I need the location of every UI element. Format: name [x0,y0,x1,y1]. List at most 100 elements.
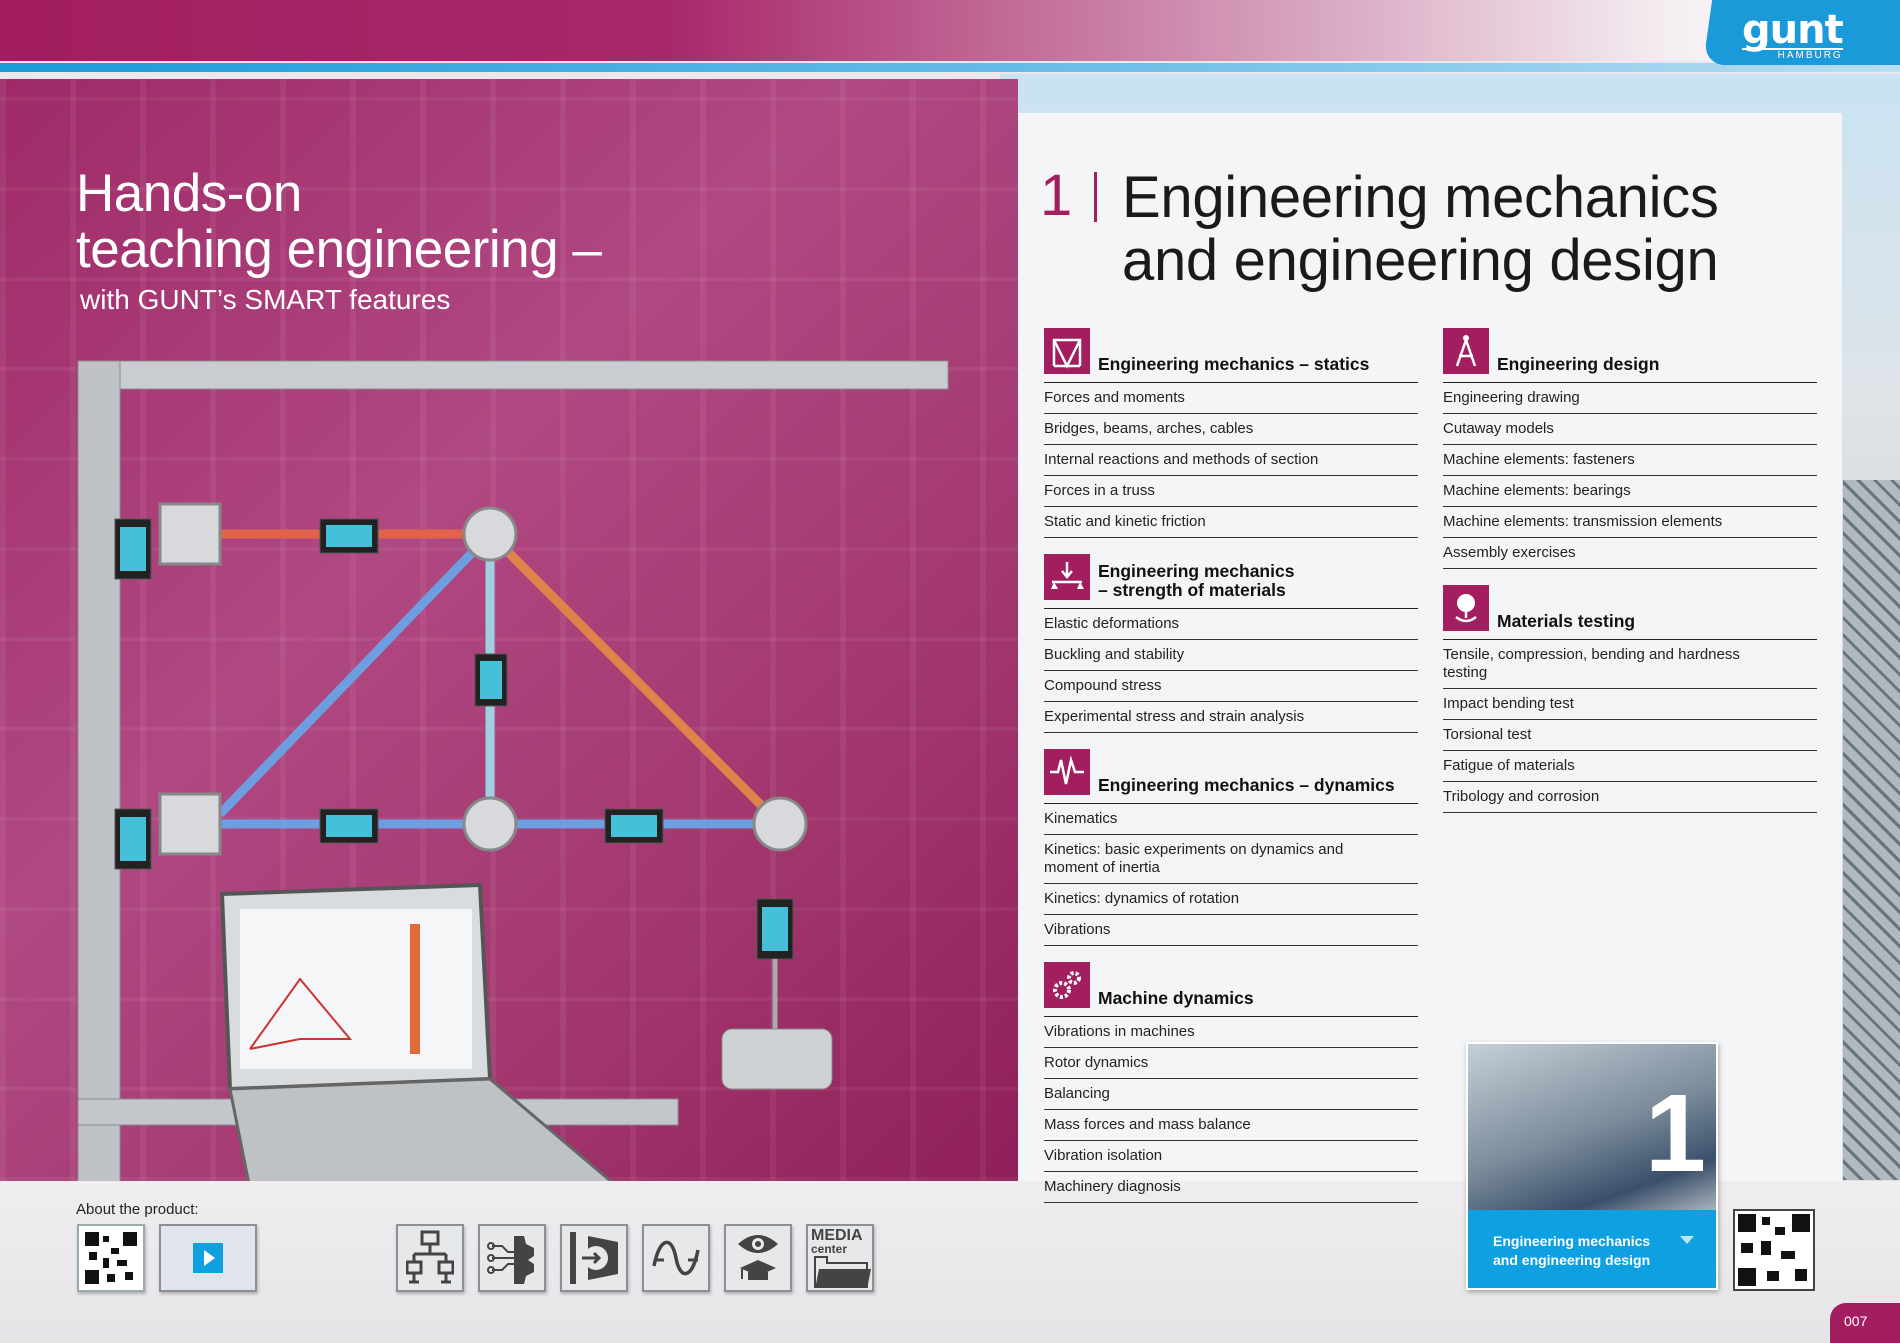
topic-item[interactable]: Machine elements: transmission elements [1443,507,1817,538]
play-icon [193,1243,223,1273]
topic-item[interactable]: Kinetics: basic experiments on dynamics … [1044,835,1418,884]
signal-feature-button[interactable] [642,1224,710,1292]
remote-access-icon [570,1232,618,1284]
hero-title-line: Hands-on [76,164,302,223]
topic-group-header: Materials testing [1443,584,1817,640]
topic-item[interactable]: Balancing [1044,1079,1418,1110]
chapter-photo: 1 [1468,1044,1716,1210]
oscillation-icon [1044,749,1090,795]
topic-group-header: Engineering mechanics – statics [1044,327,1418,383]
folder-icon [814,1256,871,1288]
topic-item[interactable]: Machinery diagnosis [1044,1172,1418,1203]
content-panel [1018,113,1842,1181]
topic-item[interactable]: Internal reactions and methods of sectio… [1044,445,1418,476]
topic-group-header: Engineering mechanics – strength of mate… [1044,553,1418,609]
topic-item[interactable]: Assembly exercises [1443,538,1817,569]
topic-item[interactable]: Vibrations in machines [1044,1017,1418,1048]
beam-load-icon [1044,554,1090,600]
hero-subtitle: with GUNT’s SMART features [80,284,451,315]
compass-icon [1443,328,1489,374]
topic-item[interactable]: Tensile, compression, bending and hardne… [1443,640,1817,689]
topic-group-header: Engineering mechanics – dynamics [1044,748,1418,804]
topic-group-title: Engineering mechanics – strength of mate… [1098,561,1295,600]
logo-subtext: HAMBURG [1742,48,1843,62]
topic-item[interactable]: Kinetics: dynamics of rotation [1044,884,1418,915]
topic-item[interactable]: Cutaway models [1443,414,1817,445]
product-qr-code[interactable] [77,1224,145,1292]
truss-icon [1044,328,1090,374]
section-title: Engineering mechanics and engineering de… [1122,166,1719,292]
chapter-number: 1 [1644,1072,1706,1195]
topic-item[interactable]: Mass forces and mass balance [1044,1110,1418,1141]
section-divider [1094,172,1097,222]
topic-item[interactable]: Rotor dynamics [1044,1048,1418,1079]
digital-gear-feature-button[interactable] [478,1224,546,1292]
topic-item[interactable]: Buckling and stability [1044,640,1418,671]
topic-item[interactable]: Impact bending test [1443,689,1817,720]
page-number: 007 [1830,1303,1900,1343]
topic-group-header: Engineering design [1443,327,1817,383]
chapter-card[interactable]: 1 Engineering mechanics and engineering … [1466,1042,1718,1290]
topic-item[interactable]: Fatigue of materials [1443,751,1817,782]
hero-title-line: teaching engineering – [76,220,602,279]
hardness-test-icon [1443,585,1489,631]
topic-item[interactable]: Torsional test [1443,720,1817,751]
remote-lab-feature-button[interactable] [560,1224,628,1292]
hero-title: Hands-on teaching engineering – [76,164,602,279]
topic-group-title: Machine dynamics [1098,988,1254,1008]
section-title-line: and engineering design [1122,228,1719,293]
top-banner [0,0,1900,61]
topic-item[interactable]: Machine elements: bearings [1443,476,1817,507]
topic-item[interactable]: Experimental stress and strain analysis [1044,702,1418,733]
topic-item[interactable]: Vibrations [1044,915,1418,946]
top-accent-line [0,63,1900,72]
sine-wave-icon [652,1240,700,1276]
network-icon [406,1230,454,1284]
e-learning-feature-button[interactable] [724,1224,792,1292]
topic-group-title: Materials testing [1497,611,1636,631]
topic-item[interactable]: Forces and moments [1044,383,1418,414]
topic-group-title: Engineering mechanics – dynamics [1098,775,1395,795]
bridge-photo-strip [1843,480,1900,1180]
chevron-down-icon [1680,1236,1694,1244]
section-title-line: Engineering mechanics [1122,165,1719,230]
gears-icon [1044,962,1090,1008]
network-feature-button[interactable] [396,1224,464,1292]
topic-group-title: Engineering design [1497,354,1660,374]
chapter-qr-code[interactable] [1733,1209,1815,1291]
eye-graduation-icon [738,1235,778,1280]
topic-item[interactable]: Static and kinetic friction [1044,507,1418,538]
qr-code-icon [83,1230,139,1286]
topic-item[interactable]: Elastic deformations [1044,609,1418,640]
media-center-button[interactable]: MEDIA center [806,1224,874,1292]
topic-item[interactable]: Compound stress [1044,671,1418,702]
topic-item[interactable]: Bridges, beams, arches, cables [1044,414,1418,445]
media-sublabel: center [811,1242,848,1256]
section-number: 1 [1040,163,1073,228]
truss-apparatus-illustration [77,360,949,1181]
circuit-gear-icon [487,1236,534,1284]
logo-text: gunt [1742,7,1844,53]
topic-item[interactable]: Machine elements: fasteners [1443,445,1817,476]
chapter-label-line: and engineering design [1493,1252,1651,1268]
topic-item[interactable]: Engineering drawing [1443,383,1817,414]
product-photo [0,79,1018,1181]
chapter-label[interactable]: Engineering mechanics and engineering de… [1468,1210,1716,1288]
gunt-logo[interactable]: gunt HAMBURG [1742,7,1844,62]
topic-item[interactable]: Vibration isolation [1044,1141,1418,1172]
qr-code-icon [1738,1214,1810,1286]
chapter-label-line: Engineering mechanics [1493,1233,1651,1249]
topic-item[interactable]: Kinematics [1044,804,1418,835]
topic-item[interactable]: Tribology and corrosion [1443,782,1817,813]
media-label: MEDIA [811,1227,863,1244]
product-video-button[interactable] [159,1224,257,1292]
topic-group-header: Machine dynamics [1044,961,1418,1017]
topic-item[interactable]: Forces in a truss [1044,476,1418,507]
